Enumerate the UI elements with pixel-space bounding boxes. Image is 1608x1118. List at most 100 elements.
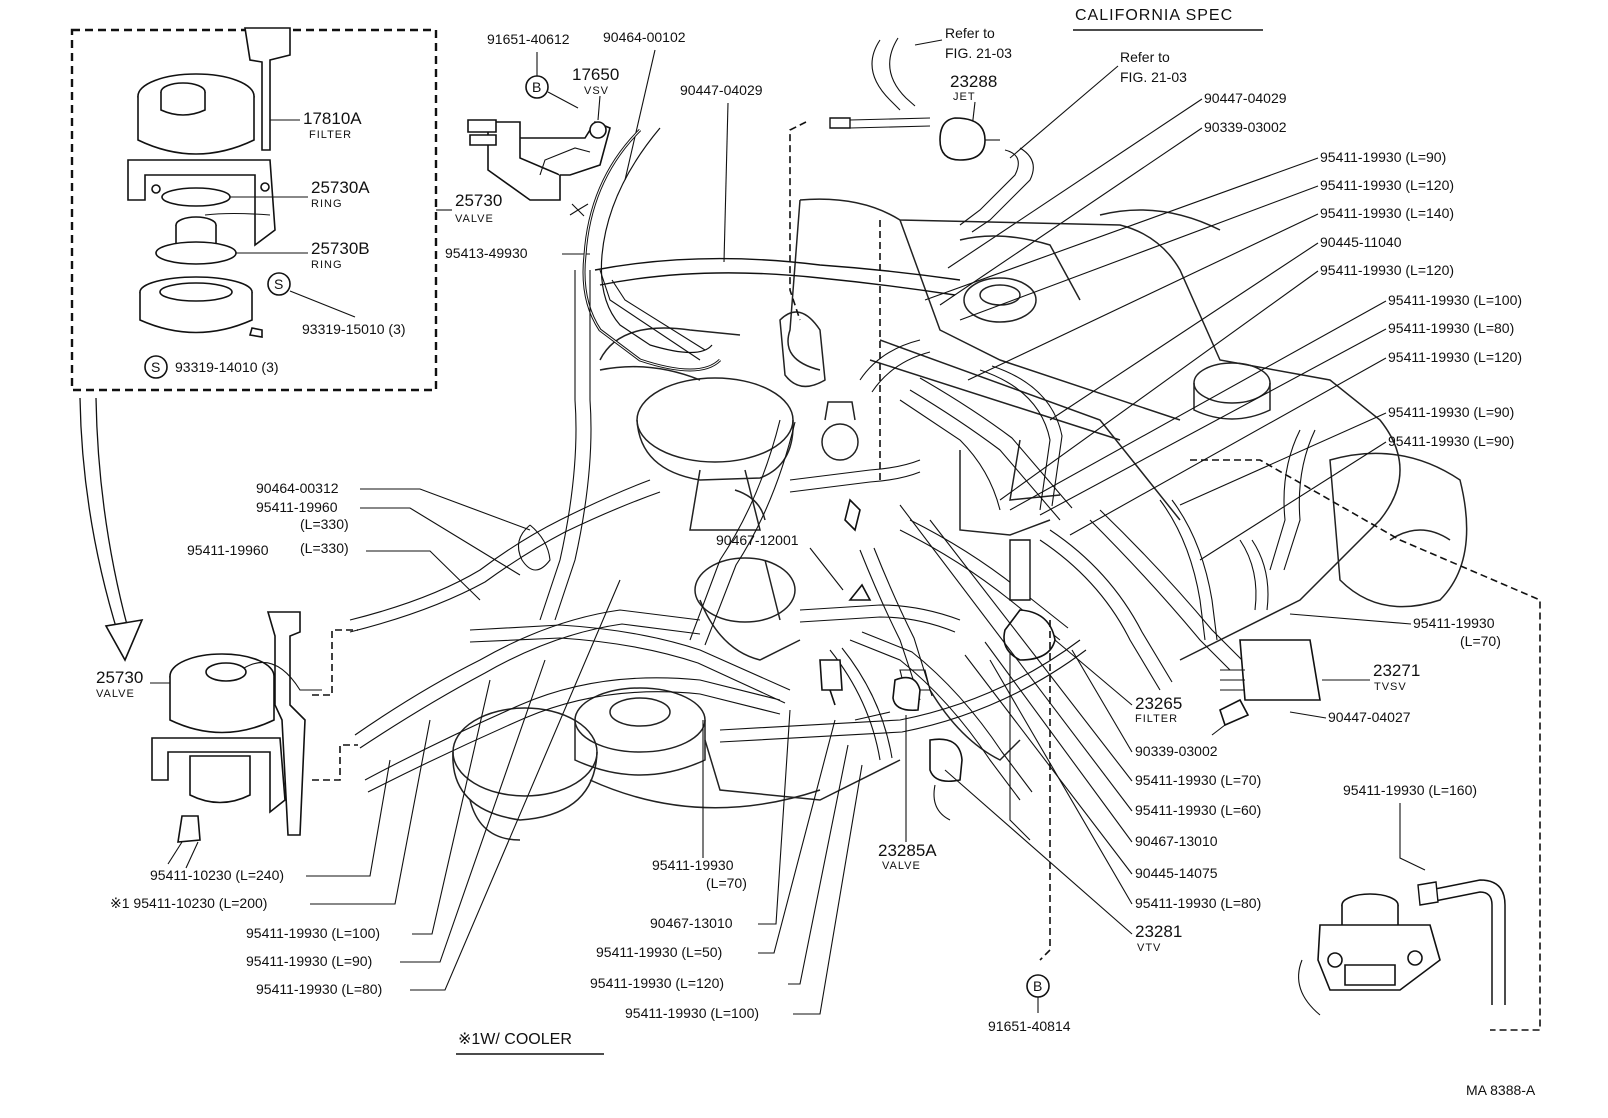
inset-valve-cap: VALVE xyxy=(455,213,494,225)
right-label-2: 95411-19930 (L=120) xyxy=(1320,177,1454,193)
inset-screw-2: 93319-14010 (3) xyxy=(175,359,279,375)
valve-23285a-cap: VALVE xyxy=(882,860,921,872)
inset-screw-1: 93319-15010 (3) xyxy=(302,321,406,337)
vsv-drawing xyxy=(467,119,611,217)
bottom-hose-l70-no: 95411-19930 xyxy=(652,857,734,873)
screw-symbol-icon xyxy=(144,355,168,379)
bottom-left-1: 95411-10230 (L=240) xyxy=(150,867,284,883)
right-label-10: 95411-19930 (L=90) xyxy=(1388,433,1514,449)
right-label-7: 95411-19930 (L=80) xyxy=(1388,320,1514,336)
right-label-1: 95411-19930 (L=90) xyxy=(1320,149,1446,165)
hose-l70b-no: 95411-19930 (L=70) xyxy=(1135,772,1261,788)
screw-symbol-icon xyxy=(267,272,291,296)
hose-03002-right-no: 90339-03002 xyxy=(1135,743,1218,759)
leader xyxy=(366,550,481,601)
clip-b-symbol: B xyxy=(532,79,541,95)
leader xyxy=(289,290,356,318)
bottom-clamp-13010-no: 90467-13010 xyxy=(650,915,733,931)
bottom-left-5: 95411-19930 (L=80) xyxy=(256,981,382,997)
clamp-00102-no: 90464-00102 xyxy=(603,29,686,45)
leader xyxy=(809,547,844,591)
leader xyxy=(924,157,1319,301)
hose-19960a-len: (L=330) xyxy=(300,516,349,532)
hose-l160-no: 95411-19930 (L=160) xyxy=(1343,782,1477,798)
leader xyxy=(758,719,836,954)
right-label-9: 95411-19930 (L=90) xyxy=(1388,404,1514,420)
footnote-cooler: ※1W/ COOLER xyxy=(458,1031,572,1048)
left-valve-no: 25730 xyxy=(96,668,143,687)
screw-symbol-2: S xyxy=(151,359,160,375)
figure-code: MA 8388-A xyxy=(1466,1082,1536,1098)
hose-19960b-len: (L=330) xyxy=(300,540,349,556)
hose-network xyxy=(349,37,1541,1031)
inset-valve-drawing xyxy=(127,27,291,338)
leader xyxy=(410,579,621,991)
dashed-connector xyxy=(312,744,358,781)
leader xyxy=(597,95,601,121)
inset-ring-b-cap: RING xyxy=(311,259,343,271)
leader xyxy=(793,764,863,1015)
leader xyxy=(964,654,1133,875)
leader xyxy=(947,98,1203,269)
leader xyxy=(914,39,943,46)
leader xyxy=(984,641,1133,843)
fig-1: FIG. 21-03 xyxy=(945,45,1012,61)
hose-l80-right-no: 95411-19930 (L=80) xyxy=(1135,895,1261,911)
leader xyxy=(1009,65,1119,159)
leader xyxy=(1399,803,1426,871)
vtv-no: 23281 xyxy=(1135,922,1182,941)
hose-04029-a-no: 90447-04029 xyxy=(680,82,763,98)
hose-04027-no: 90447-04027 xyxy=(1328,709,1411,725)
leader xyxy=(624,49,656,181)
leader xyxy=(959,185,1319,321)
leader xyxy=(360,488,531,531)
left-valve-cap: VALVE xyxy=(96,688,135,700)
inset-ring-a-cap: RING xyxy=(311,198,343,210)
leader xyxy=(788,744,849,985)
hose-19960a-no: 95411-19960 xyxy=(256,499,338,515)
clamp-13010-right-no: 90467-13010 xyxy=(1135,833,1218,849)
bottom-left-3: 95411-19930 (L=100) xyxy=(246,925,380,941)
tvsv-no: 23271 xyxy=(1373,661,1420,680)
jet-no: 23288 xyxy=(950,72,997,91)
fig-2: FIG. 21-03 xyxy=(1120,69,1187,85)
inset-valve-no: 25730 xyxy=(455,191,502,210)
hose-49930-no: 95413-49930 xyxy=(445,245,528,261)
leader xyxy=(758,709,791,925)
bottom-left-2: ※1 95411-10230 (L=200) xyxy=(110,895,267,911)
clip-b2-symbol: B xyxy=(1033,978,1042,994)
inset-ring-b-no: 25730B xyxy=(311,239,370,258)
refer-1: Refer to xyxy=(945,25,995,41)
leader xyxy=(999,270,1319,501)
clamp-12001-no: 90467-12001 xyxy=(716,532,799,548)
leader xyxy=(1039,328,1387,516)
right-label-3: 95411-19930 (L=140) xyxy=(1320,205,1454,221)
inset-ring-a-no: 25730A xyxy=(311,178,370,197)
hose-l60-no: 95411-19930 (L=60) xyxy=(1135,802,1261,818)
leader xyxy=(1071,649,1133,753)
inset-arrow xyxy=(95,397,131,637)
leader xyxy=(547,91,579,109)
right-label-6: 95411-19930 (L=100) xyxy=(1388,292,1522,308)
filter-23265-cap: FILTER xyxy=(1135,713,1178,725)
bottom-hose-l120-no: 95411-19930 (L=120) xyxy=(590,975,724,991)
leader xyxy=(306,759,391,877)
leader xyxy=(310,719,431,905)
bottom-hose-l50-no: 95411-19930 (L=50) xyxy=(596,944,722,960)
right-label-8: 95411-19930 (L=120) xyxy=(1388,349,1522,365)
leader xyxy=(939,127,1203,306)
leader xyxy=(1009,300,1387,511)
leader xyxy=(989,659,1133,905)
auxiliary-valve-drawing xyxy=(1298,879,1506,1016)
leader xyxy=(1179,412,1387,506)
left-valve-drawing xyxy=(151,611,322,869)
dashed-connector xyxy=(312,629,358,696)
vsv-cap: VSV xyxy=(584,85,609,97)
inset-arrow xyxy=(79,397,121,641)
bottom-hose-l100-no: 95411-19930 (L=100) xyxy=(625,1005,759,1021)
leader xyxy=(967,213,1319,381)
valve-23285a-no: 23285A xyxy=(878,841,937,860)
inset-filter-cap: FILTER xyxy=(309,129,352,141)
bottom-hose-l70-len: (L=70) xyxy=(706,875,747,891)
